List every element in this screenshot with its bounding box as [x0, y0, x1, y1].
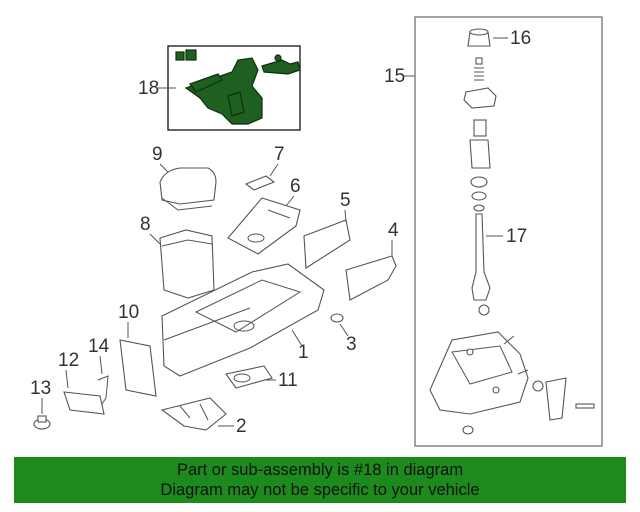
part-13-plug[interactable] [33, 415, 51, 430]
callout-15: 15 [384, 66, 405, 87]
callout-8: 8 [140, 214, 151, 235]
callout-12: 12 [58, 350, 79, 371]
callout-2: 2 [236, 416, 247, 437]
part-2-mount-bracket[interactable] [160, 397, 227, 431]
callout-7: 7 [274, 144, 285, 165]
part-8-storage-bin[interactable] [159, 229, 215, 299]
part-15-shifter-stack[interactable] [463, 57, 497, 316]
banner-line-2: Diagram may not be specific to your vehi… [160, 481, 480, 499]
part-1-console-body[interactable] [161, 263, 325, 377]
callout-3: 3 [346, 334, 357, 355]
part-7-mat[interactable] [244, 175, 276, 191]
part-3-clip[interactable] [330, 313, 344, 323]
part-18-shifter-assembly[interactable] [175, 49, 301, 125]
part-10-bezel[interactable] [119, 339, 157, 397]
part-4-side-panel[interactable] [345, 255, 397, 301]
part-6-tray[interactable] [227, 197, 301, 255]
callout-16: 16 [510, 28, 531, 49]
part-5-side-cover[interactable] [303, 219, 351, 269]
callout-9: 9 [152, 144, 163, 165]
callout-17: 17 [506, 226, 527, 247]
part-16-knob[interactable] [467, 28, 491, 47]
callout-5: 5 [340, 190, 351, 211]
callout-11: 11 [278, 370, 298, 391]
callout-13: 13 [30, 378, 51, 399]
part-9-armrest[interactable] [159, 167, 217, 211]
callout-4: 4 [388, 220, 399, 241]
info-banner: Part or sub-assembly is #18 in diagram D… [14, 457, 626, 503]
part-15-shifter-base[interactable] [429, 331, 595, 435]
banner-line-1: Part or sub-assembly is #18 in diagram [176, 461, 464, 479]
callout-10: 10 [118, 302, 139, 323]
callout-14: 14 [88, 336, 110, 357]
callout-1: 1 [298, 342, 309, 363]
part-12-switch[interactable] [63, 391, 105, 415]
part-14-bracket[interactable] [97, 375, 109, 405]
part-11-cupholder[interactable] [225, 365, 273, 389]
callout-6: 6 [290, 176, 301, 197]
callout-18: 18 [138, 78, 159, 99]
